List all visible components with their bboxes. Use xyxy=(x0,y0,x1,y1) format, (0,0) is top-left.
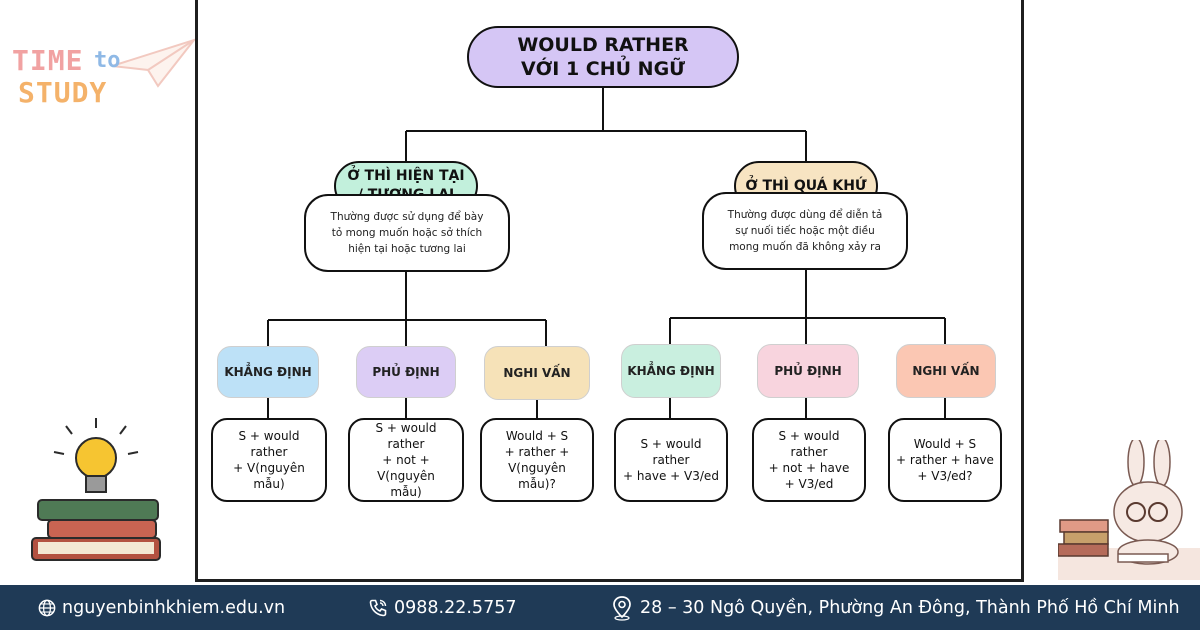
logo-study: STUDY xyxy=(18,76,108,109)
footer-phone[interactable]: 0988.22.5757 xyxy=(368,585,516,630)
footer-address: 28 – 30 Ngô Quyền, Phường An Đông, Thành… xyxy=(610,585,1180,630)
phone-text: 0988.22.5757 xyxy=(394,597,517,618)
right-affirmative-formula: S + would rather + have + V3/ed xyxy=(614,418,728,502)
footer-website[interactable]: nguyenbinhkhiem.edu.vn xyxy=(38,585,285,630)
present-future-description: Thường được sử dụng để bày tỏ mong muốn … xyxy=(304,194,510,272)
globe-icon xyxy=(38,599,56,616)
left-negative-label: PHỦ ĐỊNH xyxy=(356,346,456,398)
logo-time: TIME xyxy=(12,44,84,77)
phone-icon xyxy=(369,599,387,616)
website-text: nguyenbinhkhiem.edu.vn xyxy=(62,597,286,618)
right-question-formula: Would + S + rather + have + V3/ed? xyxy=(888,418,1002,502)
footer-bar: nguyenbinhkhiem.edu.vn 0988.22.5757 28 –… xyxy=(0,585,1200,630)
bunny-studying-icon xyxy=(1058,440,1200,580)
paper-plane-icon xyxy=(111,38,197,88)
left-negative-formula: S + would rather + not + V(nguyên mẫu) xyxy=(348,418,464,502)
left-question-formula: Would + S + rather + V(nguyên mẫu)? xyxy=(480,418,594,502)
past-description: Thường được dùng để diễn tả sự nuối tiếc… xyxy=(702,192,908,270)
right-negative-formula: S + would rather + not + have + V3/ed xyxy=(752,418,866,502)
diagram-title: WOULD RATHER VỚI 1 CHỦ NGỮ xyxy=(467,26,739,88)
left-question-label: NGHI VẤN xyxy=(484,346,590,400)
location-pin-icon xyxy=(613,595,631,621)
right-affirmative-label: KHẲNG ĐỊNH xyxy=(621,344,721,398)
address-text: 28 – 30 Ngô Quyền, Phường An Đông, Thành… xyxy=(640,597,1180,618)
left-affirmative-formula: S + would rather + V(nguyên mẫu) xyxy=(211,418,327,502)
diagram-frame xyxy=(195,0,1024,582)
left-affirmative-label: KHẲNG ĐỊNH xyxy=(217,346,319,398)
right-negative-label: PHỦ ĐỊNH xyxy=(757,344,859,398)
lightbulb-books-icon xyxy=(31,418,161,561)
right-question-label: NGHI VẤN xyxy=(896,344,996,398)
logo-to: to xyxy=(94,48,121,73)
logo: TIME to STUDY xyxy=(8,36,197,116)
